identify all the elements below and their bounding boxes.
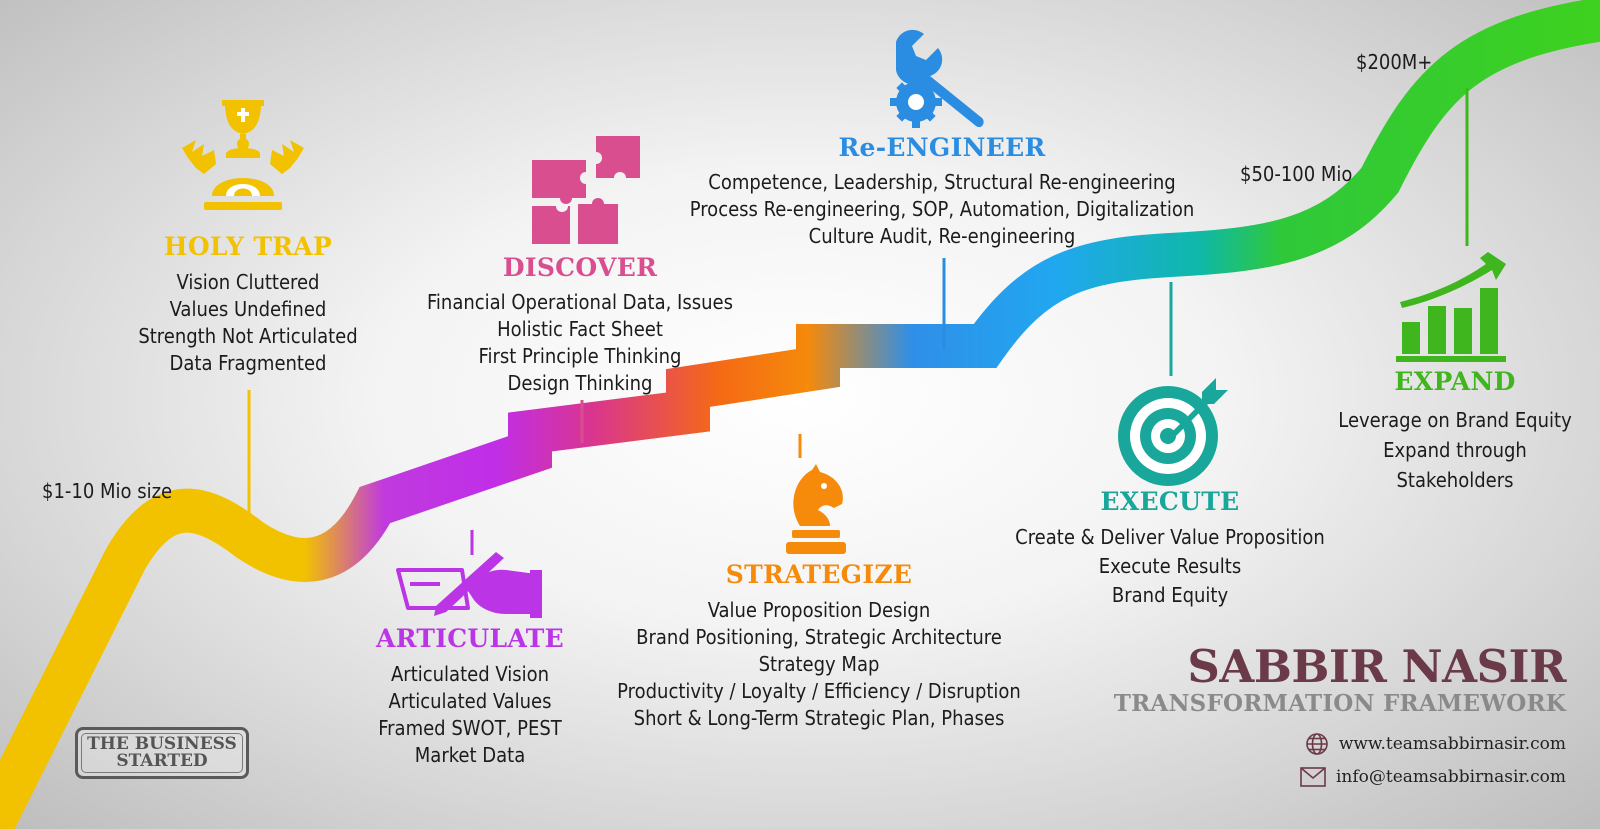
stage-item: Framed SWOT, PEST [378,716,562,740]
connector-lines [247,88,1469,555]
envelope-icon [1300,767,1326,787]
stage-title-articulate: ARTICULATE [376,624,564,653]
stage-item: Strength Not Articulated [138,324,358,348]
stage-items-discover: Financial Operational Data, Issues Holis… [427,289,733,397]
stage-item: Value Proposition Design [707,598,931,622]
website-contact: www.teamsabbirnasir.com [1305,732,1566,756]
logo-line-2: STARTED [116,751,208,771]
target-icon [1118,378,1228,486]
stage-item: Articulated Vision [390,662,549,686]
wrench-gear-icon [890,29,984,128]
stage-item: Design Thinking [507,371,653,395]
stage-item: Process Re-engineering, SOP, Automation,… [689,197,1195,221]
stage-item: Brand Positioning, Strategic Architectur… [636,625,1002,649]
milestone-start: $1-10 Mio size [42,479,173,503]
stage-item: Values Undefined [169,297,327,321]
stage-item: Market Data [414,743,526,767]
signing-hand-icon [396,552,542,618]
growth-chart-icon [1396,252,1506,362]
stage-title-discover: DISCOVER [502,253,658,282]
email-contact: info@teamsabbirnasir.com [1300,767,1566,787]
email-link[interactable]: info@teamsabbirnasir.com [1335,767,1566,787]
globe-icon [1306,733,1328,755]
stage-title-execute: EXECUTE [1100,487,1240,516]
milestone-mid: $50-100 Mio [1240,162,1353,186]
stage-title-expand: EXPAND [1394,367,1516,396]
stage-item: Financial Operational Data, Issues [427,290,733,314]
chess-knight-icon [786,464,846,554]
stage-item: Productivity / Loyalty / Efficiency / Di… [617,679,1021,703]
trophy-trap-icon [182,100,304,210]
stage-item: Brand Equity [1111,583,1229,607]
stage-title-re-engineer: Re-ENGINEER [838,133,1046,162]
stage-item: Short & Long-Term Strategic Plan, Phases [633,706,1005,730]
stage-item: Expand through [1383,438,1527,462]
stage-item: Articulated Values [388,689,552,713]
stage-item: Vision Cluttered [176,270,320,294]
stage-item: Data Fragmented [169,351,327,375]
stage-items-holy-trap: Vision Cluttered Values Undefined Streng… [138,269,357,377]
stage-item: Holistic Fact Sheet [497,317,663,341]
stage-items-articulate: Articulated Vision Articulated Values Fr… [378,661,561,769]
logo-line-1: THE BUSINESS [87,734,237,754]
stage-title-holy-trap: HOLY TRAP [163,232,333,261]
brand-subtitle: TRANSFORMATION FRAMEWORK [1113,690,1566,717]
stage-items-expand: Leverage on Brand Equity Expand through … [1338,405,1571,495]
stage-item: Execute Results [1098,554,1242,578]
stage-item: Competence, Leadership, Structural Re-en… [708,170,1176,194]
puzzle-icon [532,136,640,244]
stage-item: Culture Audit, Re-engineering [808,224,1076,248]
stage-items-execute: Create & Deliver Value Proposition Execu… [1015,523,1325,610]
website-link[interactable]: www.teamsabbirnasir.com [1338,734,1566,754]
stage-item: Stakeholders [1396,468,1514,492]
business-started-logo: THE BUSINESS STARTED [75,727,249,779]
stage-item: Strategy Map [758,652,880,676]
stage-item: Leverage on Brand Equity [1338,408,1572,432]
stage-items-strategize: Value Proposition Design Brand Positioni… [617,597,1021,732]
milestone-top: $200M+ [1356,50,1433,74]
stage-item: First Principle Thinking [478,344,682,368]
stage-items-re-engineer: Competence, Leadership, Structural Re-en… [690,169,1195,250]
stage-item: Create & Deliver Value Proposition [1015,525,1325,549]
brand-name: SABBIR NASIR [1187,640,1566,693]
stage-title-strategize: STRATEGIZE [725,560,913,589]
